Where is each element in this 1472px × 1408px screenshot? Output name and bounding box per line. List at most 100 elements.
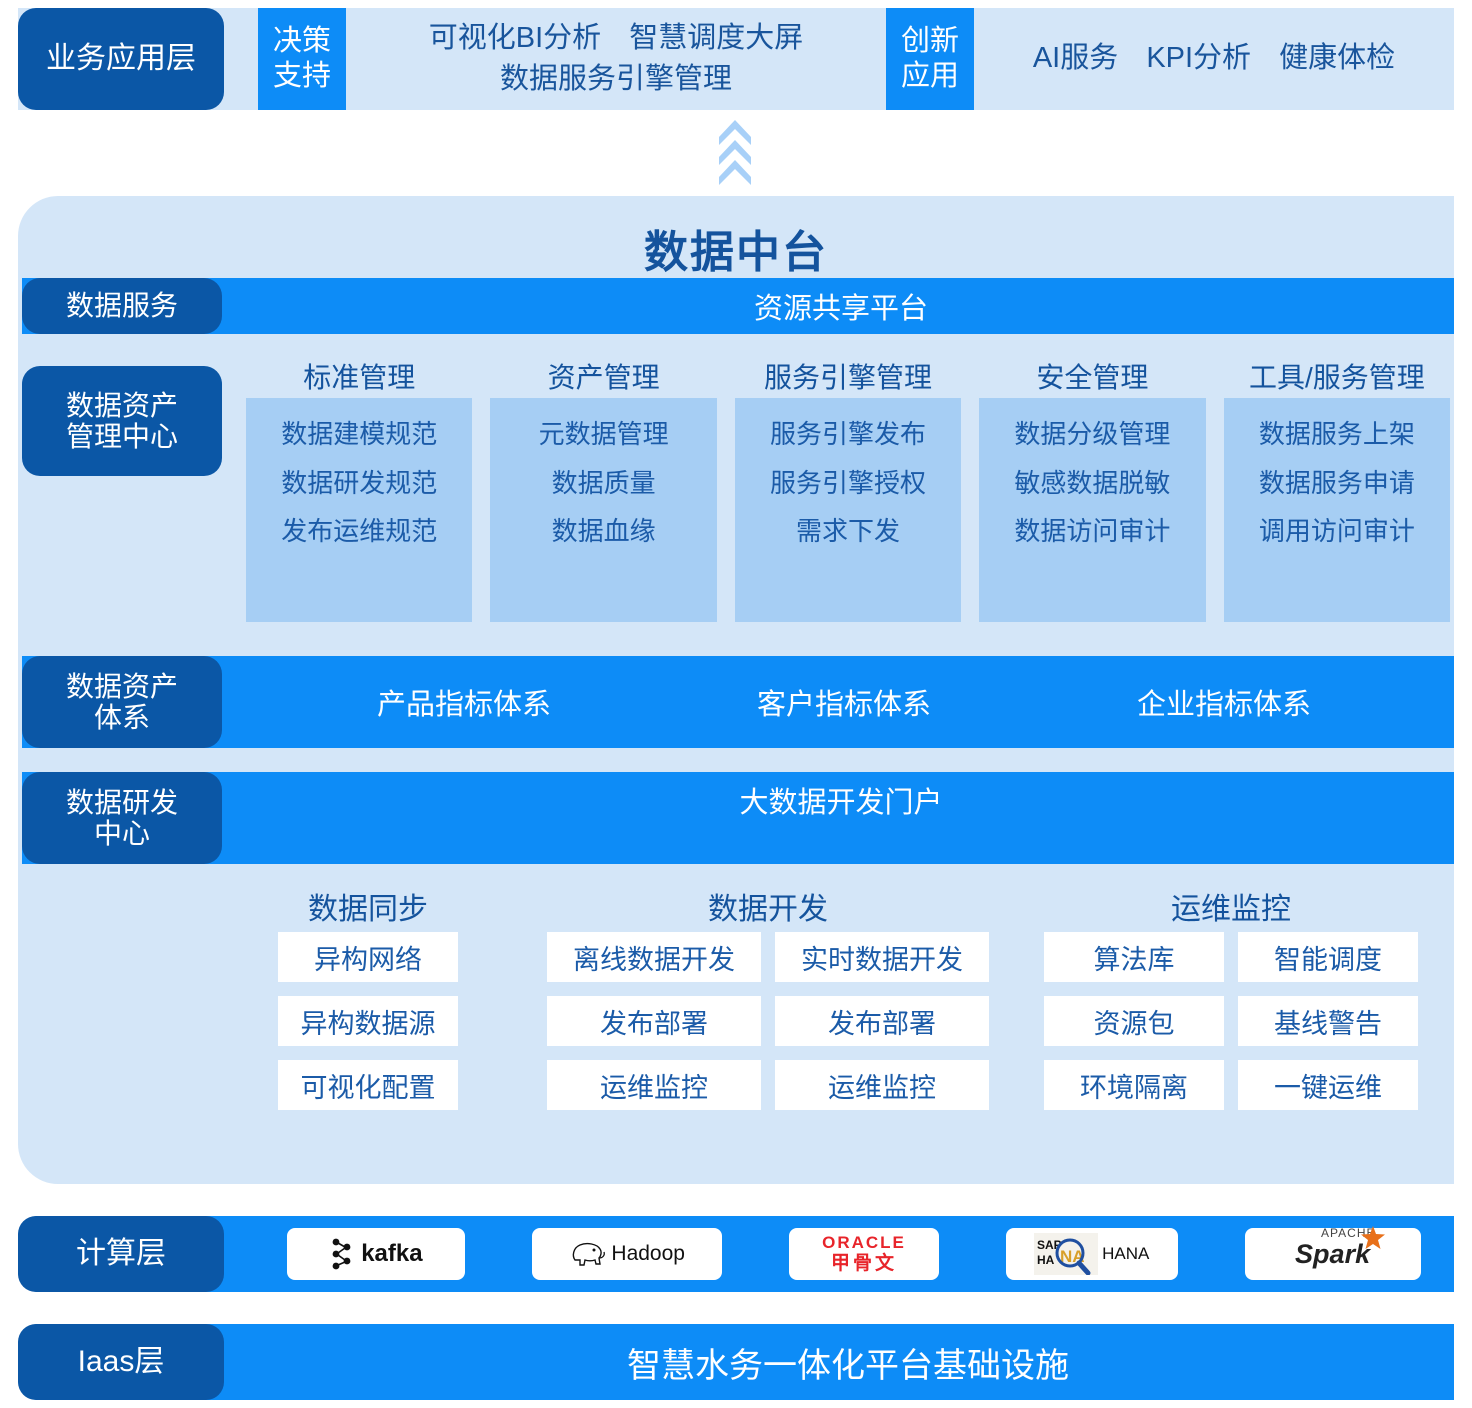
asset-column-head: 服务引擎管理 [764,362,933,393]
data-service-band: 资源共享平台 [22,278,1454,334]
rnd-chip[interactable]: 实时数据开发 [775,932,989,982]
asset-item[interactable]: 数据服务上架 [1258,419,1415,449]
label-data-asset-index: 数据资产 体系 [22,656,222,748]
asset-item[interactable]: 数据分级管理 [1014,419,1171,449]
app-data-service-engine-mgmt[interactable]: 数据服务引擎管理 [499,63,732,95]
business-application-layer-row: 业务应用层 决策 支持 可视化BI分析 智慧调度大屏 数据服务引擎管理 创新 应… [0,8,1472,110]
asset-item[interactable]: 数据服务申请 [1258,467,1415,498]
rnd-subcolumn: 实时数据开发 发布部署 运维监控 [775,932,989,1110]
app-kpi-analysis[interactable]: KPI分析 [1146,42,1252,75]
asset-column-head: 安全管理 [1036,362,1149,393]
app-health-check[interactable]: 健康体检 [1279,42,1396,75]
decision-support-items: 可视化BI分析 智慧调度大屏 数据服务引擎管理 [346,8,886,110]
rnd-group-grid: 算法库 资源包 环境隔离 智能调度 基线警告 一键运维 [1044,932,1418,1110]
asset-item[interactable]: 数据建模规范 [281,419,438,449]
rnd-chip[interactable]: 算法库 [1044,932,1224,982]
rnd-chip[interactable]: 发布部署 [775,996,989,1046]
spark-apache-text: APACHE [1321,1225,1376,1240]
rnd-chip[interactable]: 异构数据源 [278,996,458,1046]
rnd-chip[interactable]: 环境隔离 [1044,1060,1224,1110]
svg-text:SAP: SAP [1037,1238,1062,1252]
label-rnd-line2: 中心 [93,818,150,849]
asset-column-service-engine-mgmt: 服务引擎管理 服务引擎发布 服务引擎授权 需求下发 [734,354,962,638]
label-index-line2: 体系 [93,702,150,733]
label-data-asset-center: 数据资产 管理中心 [22,366,222,476]
label-asset-line2: 管理中心 [65,421,178,452]
hana-wordmark: HANA [1102,1244,1150,1263]
business-layer-label: 业务应用层 [18,8,224,110]
index-item-product[interactable]: 产品指标体系 [376,689,551,721]
index-system-items: 产品指标体系 客户指标体系 企业指标体系 [234,656,1454,748]
rnd-chip[interactable]: 一键运维 [1238,1060,1418,1110]
rnd-subcolumn: 智能调度 基线警告 一键运维 [1238,932,1418,1110]
app-ai-service[interactable]: AI服务 [1032,42,1119,75]
compute-layer-row: kafka Hadoop ORACLE 甲骨文 SAP [18,1216,1454,1292]
rnd-chip[interactable]: 基线警告 [1238,996,1418,1046]
category-innovation-line1: 创新 [900,25,959,58]
rnd-group-head: 运维监控 [1171,893,1291,926]
label-asset-line1: 数据资产 [65,389,178,421]
resource-share-platform-title: 资源共享平台 [753,293,928,325]
rnd-groups-zone: 数据同步 异构网络 异构数据源 可视化配置 数据开发 离线数据开发 [18,880,1454,1160]
rnd-subcolumn: 离线数据开发 发布部署 运维监控 [547,932,761,1110]
rnd-chip[interactable]: 发布部署 [547,996,761,1046]
data-hub-title: 数据中台 [644,228,828,277]
data-asset-center-zone: 标准管理 数据建模规范 数据研发规范 发布运维规范 资产管理 元数据管理 数据质… [18,354,1454,638]
asset-item[interactable]: 数据血缘 [551,516,656,547]
asset-column-head: 资产管理 [547,362,660,393]
hadoop-wordmark: Hadoop [611,1242,685,1265]
rnd-group-head: 数据同步 [308,893,428,926]
apache-spark-logo[interactable]: APACHE Spark [1244,1225,1421,1280]
oracle-logo[interactable]: ORACLE 甲骨文 [788,1228,939,1280]
spark-wordmark: Spark [1295,1238,1371,1269]
asset-item[interactable]: 发布运维规范 [281,516,438,547]
rnd-chip[interactable]: 运维监控 [547,1060,761,1110]
hadoop-logo[interactable]: Hadoop [532,1228,723,1280]
rnd-chip[interactable]: 离线数据开发 [547,932,761,982]
app-smart-dispatch-screen[interactable]: 智慧调度大屏 [629,21,804,54]
category-decision-support[interactable]: 决策 支持 [258,8,346,110]
rnd-chip[interactable]: 资源包 [1044,996,1224,1046]
asset-item[interactable]: 需求下发 [796,516,901,547]
iaas-layer-title: 智慧水务一体化平台基础设施 [627,1346,1069,1385]
app-bi-analysis[interactable]: 可视化BI分析 [428,21,602,54]
rnd-subcolumn: 异构网络 异构数据源 可视化配置 [278,932,458,1110]
asset-item[interactable]: 元数据管理 [538,419,669,449]
asset-column-tool-service-mgmt: 工具/服务管理 数据服务上架 数据服务申请 调用访问审计 [1223,354,1451,638]
asset-item[interactable]: 服务引擎授权 [770,467,927,498]
kafka-wordmark: kafka [361,1240,423,1267]
rnd-chip[interactable]: 智能调度 [1238,932,1418,982]
asset-item[interactable]: 数据质量 [551,467,656,498]
spark-star-icon [1361,1225,1386,1249]
asset-item[interactable]: 服务引擎发布 [770,419,927,449]
index-item-enterprise[interactable]: 企业指标体系 [1136,689,1311,721]
asset-item[interactable]: 调用访问审计 [1258,516,1415,547]
kafka-logo[interactable]: kafka [287,1228,466,1280]
asset-column-box: 服务引擎发布 服务引擎授权 需求下发 [734,398,962,622]
asset-item[interactable]: 数据访问审计 [1014,516,1171,547]
category-innovation-app[interactable]: 创新 应用 [886,8,974,110]
rnd-subcolumn: 算法库 资源包 环境隔离 [1044,932,1224,1110]
sap-hana-logo[interactable]: SAP HA NA HANA [1005,1228,1178,1280]
rnd-chip[interactable]: 可视化配置 [278,1060,458,1110]
asset-column-standard-mgmt: 标准管理 数据建模规范 数据研发规范 发布运维规范 [246,354,473,638]
rnd-chip[interactable]: 运维监控 [775,1060,989,1110]
svg-text:HA: HA [1037,1253,1055,1267]
asset-item[interactable]: 敏感数据脱敏 [1014,467,1171,498]
compute-logo-list: kafka Hadoop ORACLE 甲骨文 SAP [254,1216,1454,1292]
data-rnd-center-band: 大数据开发门户 [22,772,1454,864]
category-decision-line2: 支持 [272,60,331,92]
asset-item[interactable]: 数据研发规范 [281,467,438,498]
index-item-customer[interactable]: 客户指标体系 [756,689,931,721]
label-index-line1: 数据资产 [65,670,178,702]
rnd-group-grid: 异构网络 异构数据源 可视化配置 [278,932,458,1110]
category-decision-line1: 决策 [272,25,331,58]
rnd-chip[interactable]: 异构网络 [278,932,458,982]
business-layer-background [18,8,1454,110]
rnd-groups: 数据同步 异构网络 异构数据源 可视化配置 数据开发 离线数据开发 [208,880,1454,1160]
hadoop-elephant-icon [573,1242,606,1266]
label-data-service: 数据服务 [22,278,222,334]
category-innovation-line2: 应用 [900,60,959,92]
asset-column-box: 数据服务上架 数据服务申请 调用访问审计 [1223,398,1451,622]
